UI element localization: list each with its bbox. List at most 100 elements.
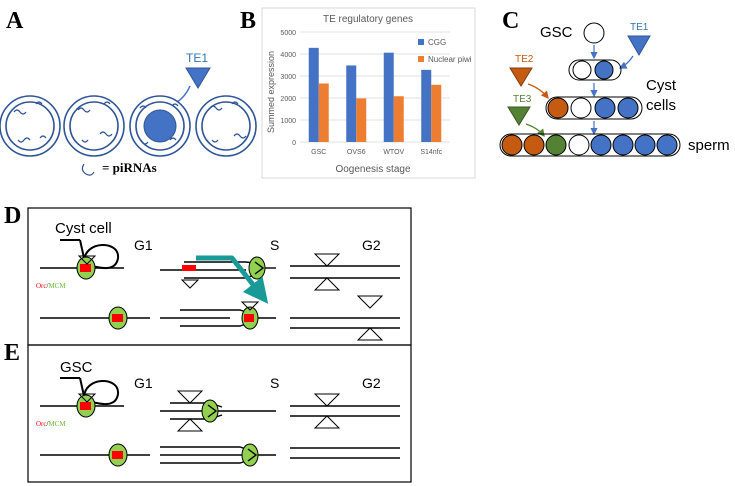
bar-nuclear-piwi-1 [356, 98, 367, 142]
c-gsc-cell [583, 22, 605, 44]
y-tick-label-0: 0 [292, 140, 296, 147]
e-g1-te-1 [77, 393, 97, 403]
legend-label-cgg: CGG [428, 38, 446, 47]
panel-b: B TE regulatory genes Summed expression … [240, 7, 476, 179]
x-tick-label-0: GSC [311, 149, 326, 156]
e-s-mcm-1 [201, 399, 219, 423]
cell-1-inner [5, 101, 55, 151]
x-tick-label-2: WTOV [383, 149, 404, 156]
e-g1-orc-1 [80, 402, 91, 410]
panel-letter-e: E [4, 340, 20, 366]
panel-d: D Cyst cell G1 S G2 Orc/MCM [4, 203, 412, 346]
d-g1-repressor-stem [79, 239, 85, 259]
x-axis-label: Oogenesis stage [335, 164, 410, 175]
cyst-label-1: Cyst [646, 77, 677, 94]
pirna-squiggles [13, 101, 247, 176]
panel-e: E GSC G1 S G2 Orc/MCM [4, 340, 412, 483]
legend-swatch-cgg [418, 39, 424, 45]
e-g1-repressor-stem [79, 377, 85, 397]
d-g2-te-2b [356, 327, 384, 341]
panel-letter-c: C [502, 8, 519, 34]
cell-4-inner [201, 101, 251, 151]
bar-nuclear-piwi-0 [318, 83, 329, 142]
c-te2-arrow [527, 83, 549, 100]
d-g1-te-1 [77, 255, 97, 265]
e-g2-te-1b [313, 415, 341, 429]
x-tick-label-1: OVS6 [347, 149, 366, 156]
c-cyst-row-3 [545, 96, 643, 120]
bar-nuclear-piwi-2 [393, 96, 404, 142]
y-tick-label-2: 2000 [280, 96, 296, 103]
d-phase-g1: G1 [134, 237, 153, 253]
te1-triangle [185, 67, 211, 89]
d-s-fork-arrow-1 [254, 261, 265, 275]
c-te1-arrow [618, 55, 634, 69]
d-orc-mcm-label: Orc/MCM [36, 282, 66, 290]
c-te2-label: TE2 [515, 54, 534, 65]
bar-nuclear-piwi-3 [431, 84, 442, 142]
bar-cgg-2 [383, 52, 394, 142]
d-g2-te-1b [313, 277, 341, 291]
y-tick-label-5: 5000 [280, 30, 296, 37]
c-te3-arrow [525, 123, 545, 138]
y-axis-label: Summed expression [266, 51, 276, 133]
y-tick-label-1: 1000 [280, 118, 296, 125]
e-g2-te-1a [313, 393, 341, 407]
e-phase-g1: G1 [134, 375, 153, 391]
d-s-te-1 [180, 279, 200, 289]
d-teal-arrow [196, 255, 269, 304]
e-g1-loop [83, 380, 119, 406]
y-tick-label-4: 4000 [280, 52, 296, 59]
c-te1-triangle [627, 35, 651, 56]
y-tick-label-3: 3000 [280, 74, 296, 81]
c-cyst-row-2 [568, 59, 622, 81]
te1-label: TE1 [186, 51, 208, 65]
bar-cgg-1 [346, 65, 357, 142]
bar-cgg-3 [421, 69, 432, 142]
chart-title: TE regulatory genes [323, 14, 413, 25]
e-s-te-1a [176, 390, 204, 404]
bar-cgg-0 [308, 47, 319, 143]
c-te3-triangle [507, 106, 531, 126]
d-phase-s: S [270, 237, 279, 253]
d-cell-label: Cyst cell [55, 220, 112, 237]
legend-swatch-piwi [418, 56, 424, 62]
c-sperm-row [499, 133, 681, 157]
e-g1-orc-2 [112, 451, 123, 459]
c-te3-label: TE3 [513, 94, 532, 105]
panel-letter-b: B [240, 8, 256, 34]
sperm-label: sperm [688, 137, 730, 154]
d-g2-te-2a [356, 295, 384, 309]
e-orc-mcm-label: Orc/MCM [36, 420, 66, 428]
targeted-nucleus [143, 109, 177, 143]
cell-2-inner [69, 101, 119, 151]
e-phase-g2: G2 [362, 375, 381, 391]
panel-c: C GSC TE1 TE2 TE3 Cyst cells [499, 8, 730, 157]
panel-e-frame [27, 344, 412, 483]
chart-legend: CGG Nuclear piwi [418, 38, 472, 64]
d-s-fork-2 [160, 309, 276, 327]
legend-label-piwi: Nuclear piwi [428, 55, 472, 64]
gsc-label: GSC [540, 24, 573, 41]
e-s-fork-arrow-1 [207, 404, 218, 418]
x-tick-label-3: S14nfc [420, 149, 442, 156]
c-te2-triangle [509, 67, 533, 87]
d-s-orc-released [182, 265, 196, 271]
d-g1-orc-1 [80, 264, 91, 272]
d-phase-g2: G2 [362, 237, 381, 253]
d-s-orc-2 [244, 314, 254, 322]
panel-letter-d: D [4, 203, 21, 229]
e-cell-label: GSC [60, 359, 93, 376]
d-s-te-2 [240, 301, 260, 311]
panel-letter-a: A [6, 8, 24, 34]
e-s-mcm-2 [241, 443, 259, 467]
e-s-te-1b [176, 418, 204, 432]
pirna-legend: = piRNAs [102, 160, 157, 175]
cyst-label-2: cells [646, 97, 676, 114]
d-g1-orc-2 [112, 314, 123, 322]
e-s-fork-arrow-2 [247, 448, 258, 462]
c-te1-label: TE1 [630, 22, 649, 33]
e-s-fork-2 [160, 446, 276, 464]
